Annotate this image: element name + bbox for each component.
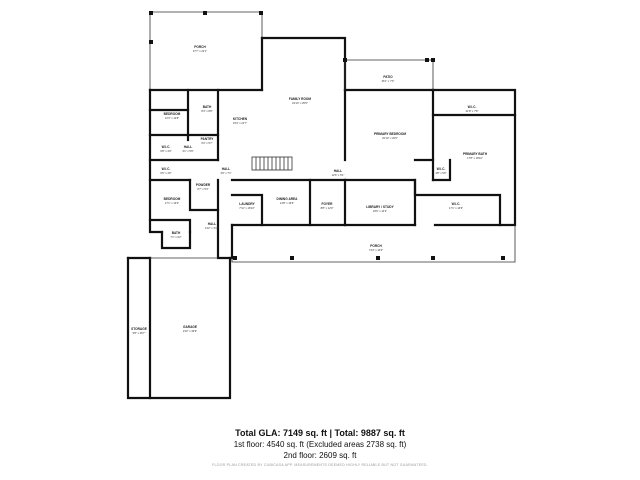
porch-front-outline [231,225,516,263]
floor-plan: PORCH 37'7" x 22'1" FAMILY ROOM 22'10" x… [126,11,517,400]
room-name: W.I.C. [437,167,446,171]
room-name: BEDROOM [164,112,181,116]
total-area-summary: Total GLA: 7149 sq. ft | Total: 9887 sq.… [235,428,405,438]
room-dims: 22'10" x 25'5" [292,101,308,105]
room-dims: 36'1" x 7'6" [382,79,395,83]
room-name: HALL [208,222,217,226]
room-dims: 4'1" x 5'9" [182,149,193,153]
room-dims: 17'1" x 16'9" [449,206,463,210]
first-floor-summary: 1st floor: 4540 sq. ft (Excluded areas 2… [233,440,407,449]
room-name: GARAGE [183,325,197,329]
room-name: PRIMARY BATH [463,152,488,156]
room-name: W.I.C. [468,105,477,109]
room-name: BATH [172,231,181,235]
room-name: STORAGE [131,327,147,331]
room-labels: PORCH 37'7" x 22'1" FAMILY ROOM 22'10" x… [131,45,488,335]
room-name: LIBRARY / STUDY [366,205,394,209]
room-dims: 20'10" x 20'6" [382,136,398,140]
room-dims: 8'4" x 8'8" [201,109,212,113]
porch-top-outline [149,11,263,90]
room-dims: 17'1" x 13'0" [165,201,179,205]
room-dims: 18'6" x 14'3" [373,209,387,213]
room-name: BATH [203,105,212,109]
room-dims: 6'7" x 5'4" [197,187,208,191]
room-name: BEDROOM [164,197,181,201]
room-name: W.I.C. [162,167,171,171]
room-dims: 4'8" x 5'6" [435,171,446,175]
room-dims: 7'11" x 16'10" [239,206,255,210]
room-dims: 21'8" x 7'8" [466,109,479,113]
second-floor-summary: 2nd floor: 2609 sq. ft [283,451,357,460]
room-dims: 6'3" x 5'7" [201,141,212,145]
garage-walls [126,256,232,400]
room-dims: 7'1" x 9'2" [170,235,181,239]
room-name: PATIO [383,75,393,79]
room-name: HALL [184,145,193,149]
room-name: PRIMARY BEDROOM [374,132,406,136]
room-dims: 15'4" x 21'7" [233,121,247,125]
room-dims: 13'2" x 3'10" [205,226,219,230]
house-walls [148,36,517,263]
room-dims: 6'6" x 4'6" [160,171,171,175]
room-dims: 12'3" x 12'8" [165,116,179,120]
room-name: PORCH [370,244,382,248]
staircase [251,156,293,171]
room-dims: 5'8" x 36'7" [133,331,146,335]
room-name: DINING AREA [277,197,299,201]
room-dims: 17'8" x 18'10" [467,156,483,160]
room-name: FAMILY ROOM [289,97,311,101]
room-dims: 74'4" x 10'0" [369,248,383,252]
room-name: PORCH [194,45,206,49]
disclaimer-footer: FLOOR PLAN CREATED BY CUBICASA APP. MEAS… [212,463,428,467]
room-name: HALL [334,169,343,173]
room-dims: 4'9" x 7'1" [220,171,231,175]
room-dims: 12'6" x 5'1" [332,173,345,177]
room-dims: 23'2" x 36'9" [183,329,197,333]
room-dims: 14'8" x 16'6" [280,201,294,205]
room-name: POWDER [196,183,211,187]
room-name: KITCHEN [233,117,248,121]
room-name: PANTRY [201,137,215,141]
room-name: HALL [222,167,231,171]
room-name: FOYER [322,202,334,206]
room-name: LAUNDRY [239,202,255,206]
room-dims: 6'8" x 4'9" [160,149,171,153]
room-dims: 8'8" x 12'0" [321,206,334,210]
room-name: W.I.C. [162,145,171,149]
room-name: W.I.C. [452,202,461,206]
room-dims: 37'7" x 22'1" [193,49,207,53]
